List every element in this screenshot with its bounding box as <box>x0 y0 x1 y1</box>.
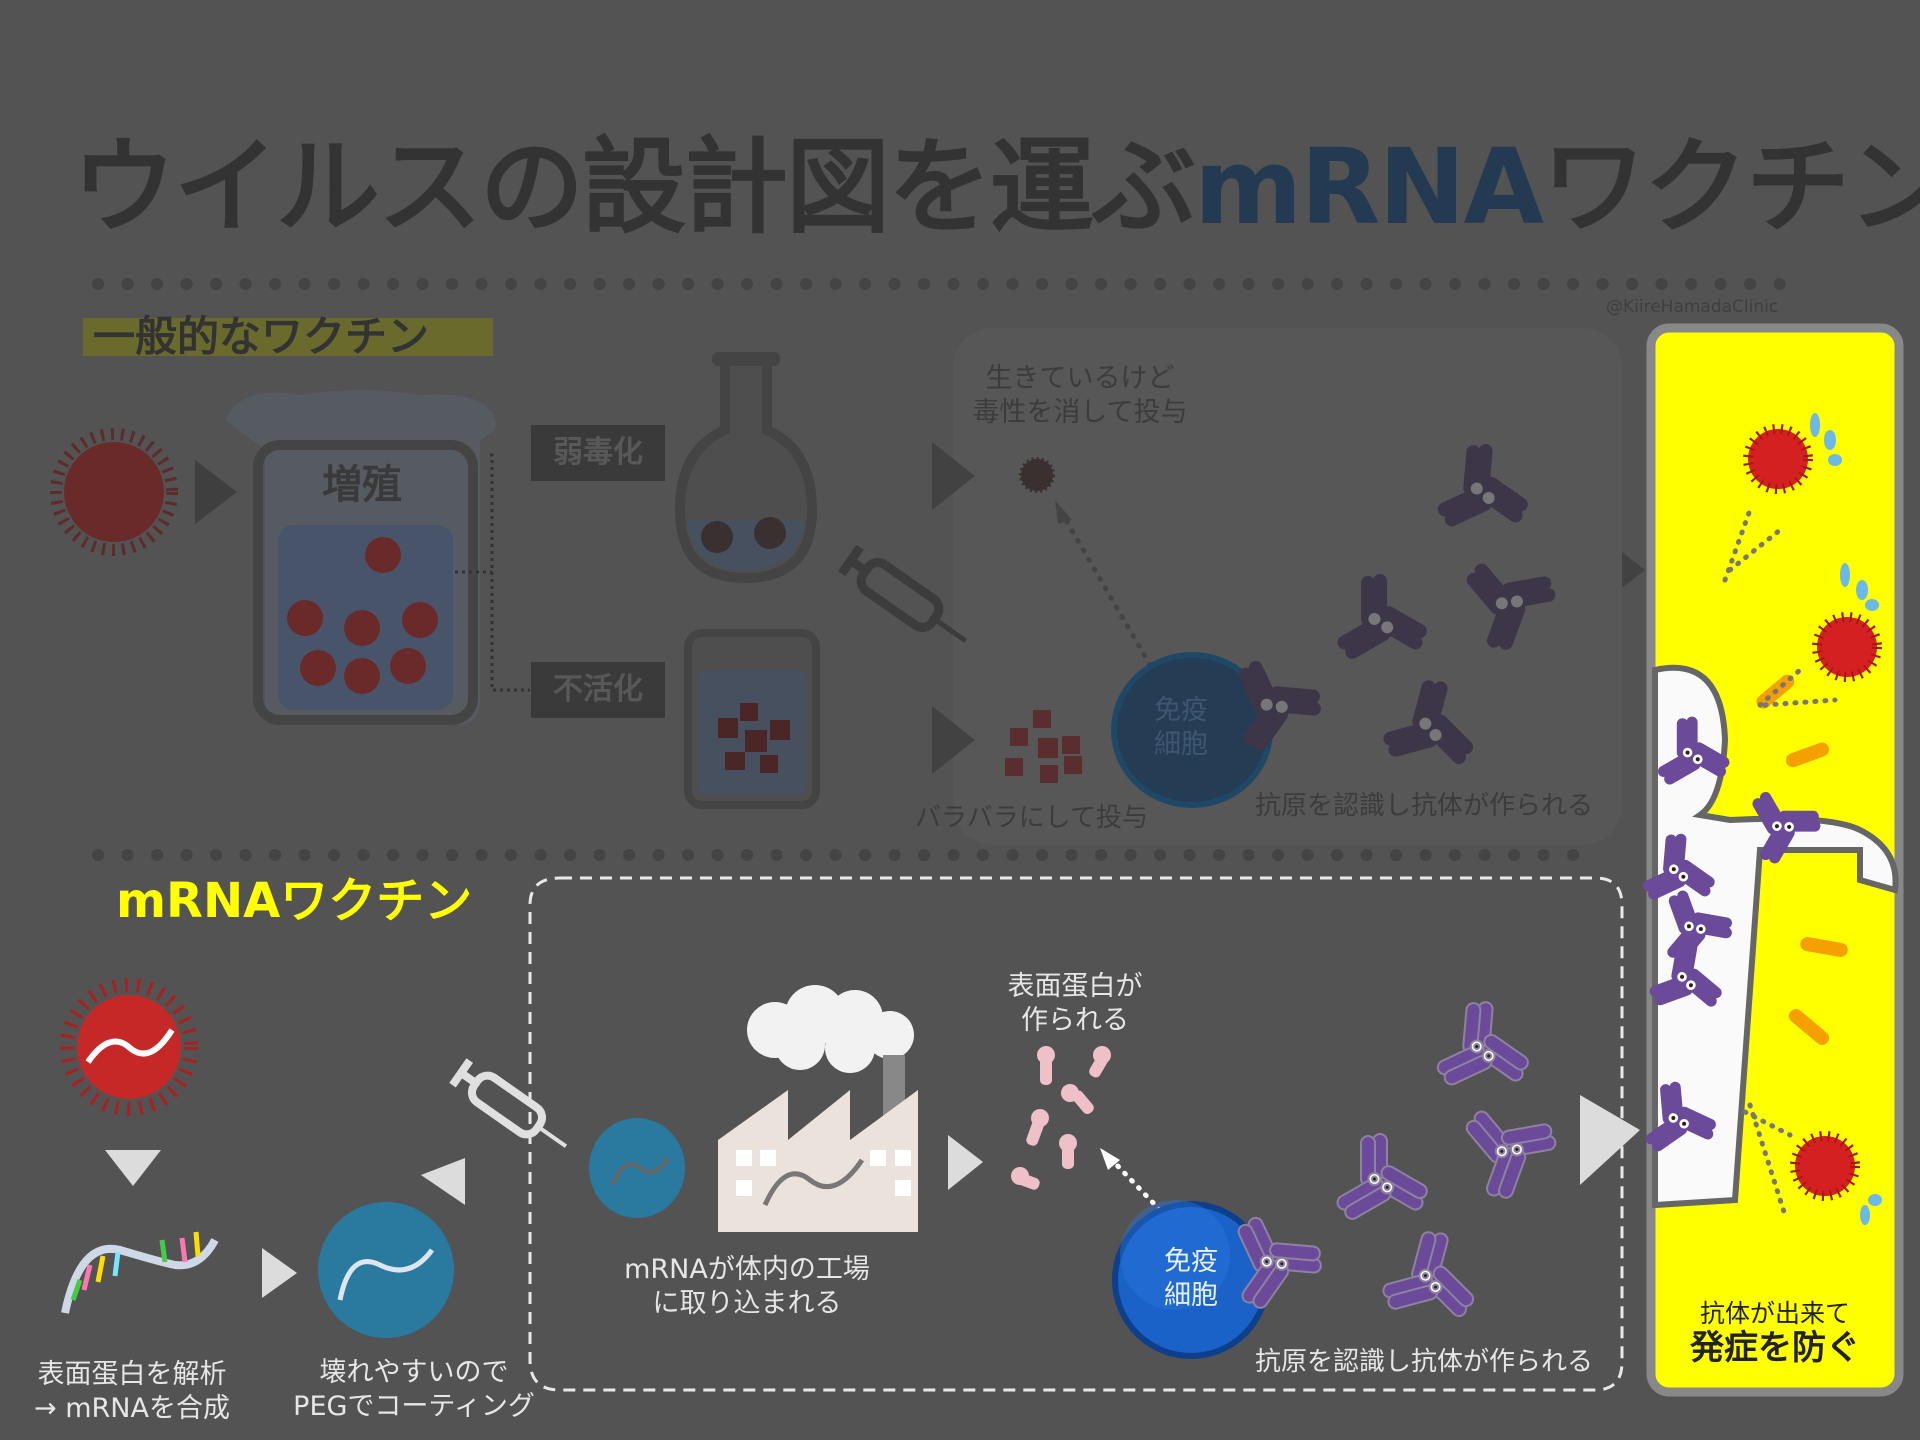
antibody-group <box>1219 991 1575 1343</box>
step4-caption: 表面蛋白が作られる <box>960 970 1190 1038</box>
surface-protein-icons <box>1011 1046 1111 1190</box>
arrow-icon <box>195 460 237 524</box>
arrow-icon <box>1580 1095 1640 1185</box>
multiply-label: 増殖 <box>322 462 402 508</box>
dotted-arrows <box>1722 507 1838 1218</box>
inactivated-label: 不活化 <box>531 662 665 718</box>
cell-line: 免疫 <box>1154 695 1208 726</box>
fragmented-virus-icon <box>1005 710 1082 783</box>
caption-line: に取り込まれる <box>652 1287 842 1319</box>
antibody-note: 抗原を認識し抗体が作られる <box>1255 1347 1594 1377</box>
caption-line: 表面蛋白を解析 <box>37 1359 227 1390</box>
title-part1: ウイルスの設計図を運ぶ <box>72 126 1196 248</box>
page-title: ウイルスの設計図を運ぶmRNAワクチン <box>72 126 1920 248</box>
note-line: 生きているけど <box>985 363 1175 394</box>
neutralized-virus-icons <box>1743 424 1882 1201</box>
immune-cell-label-dim: 免疫細胞 <box>1131 694 1231 762</box>
antibody-note-dim: 抗原を認識し抗体が作られる <box>1255 791 1594 821</box>
beaker-icon <box>225 390 496 725</box>
small-beaker-icon <box>684 629 820 809</box>
cell-line: 免疫 <box>1164 1246 1218 1277</box>
connector-line <box>455 453 530 692</box>
mrna-heading: mRNAワクチン <box>116 873 473 929</box>
lipid-nanoparticle-icon <box>589 1118 685 1218</box>
caption-line: 壊れやすいので <box>319 1357 509 1388</box>
conventional-heading: 一般的なワクチン <box>83 316 493 358</box>
attenuated-virus-icon <box>1019 457 1055 493</box>
arrow-icon <box>948 1135 983 1190</box>
syringe-icon <box>449 1058 568 1148</box>
syringe-icon <box>837 544 967 643</box>
attenuated-label: 弱毒化 <box>531 425 665 481</box>
title-highlight: mRNA <box>1194 126 1544 248</box>
person-illustration <box>1652 664 1899 1209</box>
result-line1: 抗体が出来て <box>1699 1299 1850 1328</box>
note-line: 毒性を消して投与 <box>972 396 1188 428</box>
arrow-icon <box>1622 552 1645 588</box>
mrna-strand-icon <box>61 1231 219 1314</box>
arrow-icon <box>1100 1148 1120 1170</box>
dotted-arrow <box>1109 1157 1163 1213</box>
dotted-arrow <box>1060 512 1153 668</box>
step3-caption: mRNAが体内の工場に取り込まれる <box>612 1253 882 1321</box>
arrow-icon <box>932 442 975 510</box>
sweat-drop-icons <box>1810 413 1882 1225</box>
caption-line: 表面蛋白が <box>1007 971 1143 1002</box>
live-vaccine-note: 生きているけど毒性を消して投与 <box>960 362 1200 430</box>
title-part2: ワクチン <box>1542 126 1920 248</box>
step1-caption: 表面蛋白を解析→ mRNAを合成 <box>12 1358 252 1426</box>
caption-line: PEGでコーティング <box>293 1390 535 1422</box>
arrow-down-icon <box>105 1150 161 1186</box>
arrow-icon <box>932 706 975 774</box>
flask-icon <box>674 352 818 584</box>
fragment-note: バラバラにして投与 <box>915 803 1148 833</box>
peg-coated-mrna-icon <box>318 1202 454 1338</box>
caption-line: 作られる <box>1021 1004 1129 1036</box>
credit: @KiireHamadaClinic <box>1606 297 1779 317</box>
immune-cell-label: 免疫細胞 <box>1131 1245 1251 1313</box>
result-line2: 発症を防ぐ <box>1690 1327 1860 1368</box>
arrow-icon <box>1055 500 1072 524</box>
cell-line: 細胞 <box>1154 728 1208 760</box>
result-caption: 抗体が出来て発症を防ぐ <box>1660 1299 1890 1368</box>
cell-line: 細胞 <box>1164 1279 1218 1311</box>
body-process-box <box>528 876 1624 1392</box>
arrow-icon <box>262 1248 297 1298</box>
factory-icon <box>718 985 918 1232</box>
mrna-virus-icon <box>60 978 198 1116</box>
virus-icon <box>50 428 178 556</box>
caption-line: → mRNAを合成 <box>34 1392 230 1424</box>
caption-line: mRNAが体内の工場 <box>624 1254 870 1285</box>
arrow-icon <box>421 1158 465 1205</box>
